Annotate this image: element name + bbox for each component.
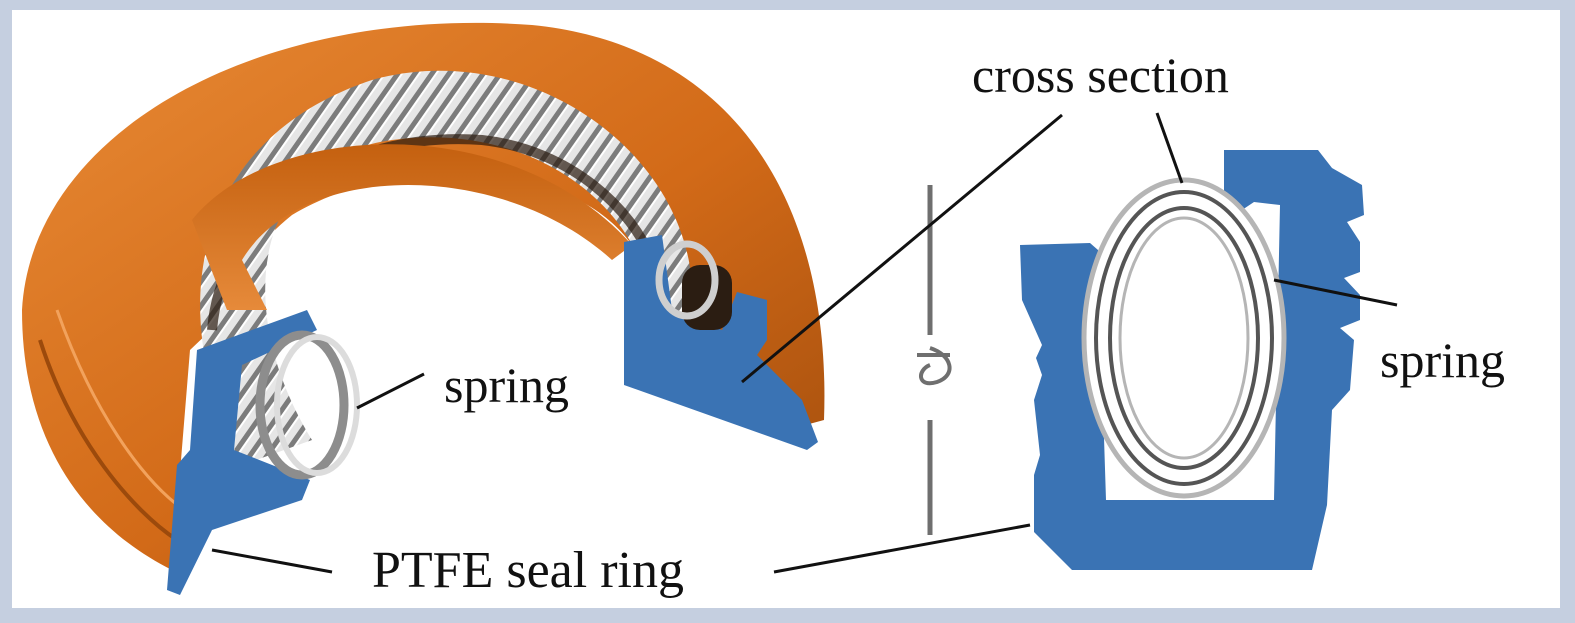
diagram-frame: cross section spring spring PTFE seal ri…: [12, 10, 1560, 608]
leader-cross-section-right: [1155, 112, 1184, 184]
spring-ring-edge: [1094, 190, 1274, 486]
label-ptfe-seal-ring: PTFE seal ring: [372, 542, 684, 599]
spring-inner-ring: [1108, 206, 1260, 470]
spring-end-coil-highlight: [274, 334, 360, 476]
diagram-canvas: [22, 22, 1398, 595]
leader-ptfe-left: [211, 548, 333, 574]
leader-spring-right: [1273, 278, 1398, 307]
label-cross-section: cross section: [972, 47, 1229, 103]
spring-core: [1118, 216, 1250, 460]
leader-cross-section-left: [741, 113, 1063, 384]
leader-ptfe-right: [773, 523, 1031, 574]
blue-cut-section-left: [167, 310, 317, 595]
orange-ring-inner-lip: [192, 144, 632, 310]
label-spring-right: spring: [1380, 332, 1505, 388]
orange-highlight-line: [55, 309, 185, 512]
blue-cut-section-right: [624, 235, 818, 450]
right-cut-cavity: [682, 265, 732, 330]
blue-u-profile: [1020, 150, 1364, 570]
orange-groove-line: [38, 339, 179, 542]
spring-end-coil: [255, 330, 349, 480]
label-spring-left: spring: [444, 357, 569, 413]
cross-section-drawing: [917, 150, 1364, 570]
seal-ring-3d-illustration: [22, 22, 825, 595]
leader-lines: [211, 112, 1398, 574]
axis-centerline-symbol: [917, 346, 952, 386]
right-spring-coil: [655, 240, 719, 320]
leader-spring-left: [356, 372, 425, 410]
